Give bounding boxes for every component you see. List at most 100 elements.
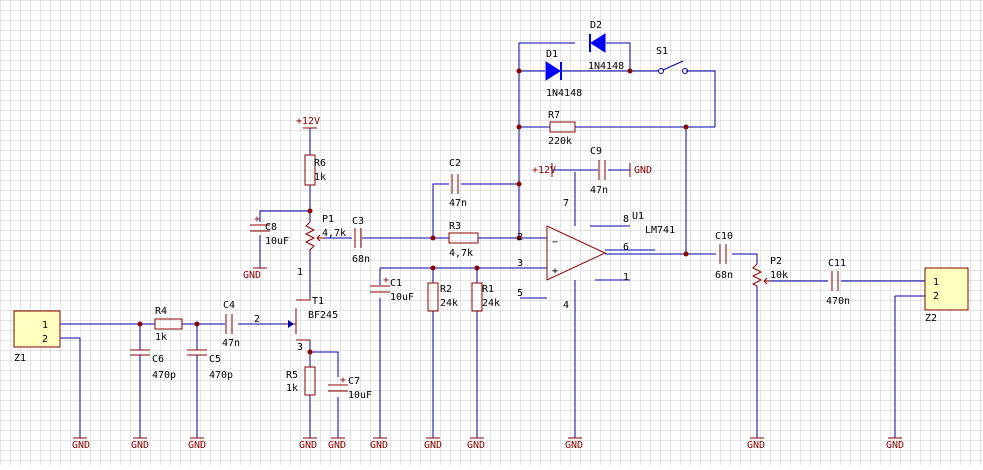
opamp-u1[interactable]: − + U1 LM741 2 3 5 7 4 8 6 1	[517, 198, 675, 311]
gnd-r5: GND	[299, 437, 317, 451]
component-label: 47n	[449, 198, 467, 209]
component-label: GND	[886, 440, 904, 451]
gnd-r2: GND	[424, 437, 442, 451]
junction-dot	[307, 208, 313, 214]
capacitor-c6[interactable]: C6 470p	[130, 349, 176, 381]
junction-dot	[430, 265, 436, 271]
component-label: 10uF	[348, 390, 372, 401]
capacitor-c2[interactable]: C2 47n	[449, 158, 467, 209]
component-label: 3	[297, 342, 303, 353]
component-label: GND	[72, 440, 90, 451]
component-label: 2	[254, 314, 260, 325]
capacitor-c10[interactable]: C10 68n	[715, 231, 733, 281]
diode-d1[interactable]: D1 1N4148	[545, 49, 582, 99]
component-label: D1	[546, 49, 558, 60]
potentiometer-p2[interactable]: P2 10k	[751, 256, 788, 287]
capacitor-c11[interactable]: C11 470n	[826, 258, 850, 307]
component-label: 1k	[155, 332, 167, 343]
component-label: 7	[563, 198, 569, 209]
resistor-r7[interactable]: R7 220k	[548, 110, 576, 147]
component-label: 1N4148	[546, 88, 582, 99]
component-label: 1	[42, 320, 48, 331]
component-label: 3	[517, 258, 523, 269]
component-label: +	[383, 275, 389, 286]
switch-s1[interactable]: S1	[656, 46, 688, 74]
component-label: R5	[286, 370, 298, 381]
junction-dot	[516, 68, 522, 74]
potentiometer-p1[interactable]: P1 4,7k	[304, 214, 346, 251]
component-label: C6	[152, 354, 164, 365]
component-label: 10uF	[390, 292, 414, 303]
diode-d2[interactable]: D2 1N4148	[588, 20, 624, 72]
transistor-t1[interactable]: T1 BF245 1 2 3	[254, 267, 338, 353]
resistor-r2[interactable]: R2 24k	[427, 282, 458, 312]
gnd-r1: GND	[467, 437, 485, 451]
component-label: 24k	[482, 298, 500, 309]
component-label: 68n	[352, 254, 370, 265]
component-label: GND	[565, 440, 583, 451]
junctions	[137, 68, 689, 355]
component-label: 1	[623, 272, 629, 283]
capacitor-c1[interactable]: + C1 10uF	[370, 275, 414, 303]
component-label: +12V	[532, 165, 556, 176]
resistor-r1[interactable]: R1 24k	[471, 282, 500, 312]
wires	[60, 42, 925, 438]
capacitor-c3[interactable]: C3 68n	[352, 216, 370, 265]
capacitor-c5[interactable]: C5 470p	[187, 349, 233, 381]
resistor-r6[interactable]: R6 1k	[304, 154, 326, 186]
component-label: 1k	[286, 383, 298, 394]
component-label: GND	[243, 270, 261, 281]
component-label: +	[340, 375, 346, 386]
gnd-c7: GND	[328, 437, 346, 451]
component-label: C7	[348, 376, 360, 387]
gnd-c8: GND	[243, 267, 267, 281]
connector-z2-ref: Z2	[925, 313, 937, 324]
gnd-p2: GND	[747, 437, 765, 451]
component-label: P1	[322, 214, 334, 225]
capacitor-c4[interactable]: C4 47n	[222, 300, 240, 349]
junction-dot	[683, 251, 689, 257]
component-label: 68n	[715, 270, 733, 281]
junction-dot	[307, 349, 313, 355]
capacitor-c9[interactable]: C9 47n	[590, 146, 608, 196]
component-label: 6	[623, 242, 629, 253]
component-label: 220k	[548, 136, 572, 147]
component-label: GND	[747, 440, 765, 451]
component-label: C3	[352, 216, 364, 227]
component-label: +	[254, 214, 260, 225]
component-label: GND	[299, 440, 317, 451]
gnd-c5: GND	[188, 437, 206, 451]
component-label: 5	[517, 288, 523, 299]
resistor-r3[interactable]: R3 4,7k	[448, 221, 479, 259]
component-label: 1	[933, 277, 939, 288]
component-label: 2	[933, 291, 939, 302]
connector-z1[interactable]: 1 2 Z1	[13, 310, 61, 364]
component-label: GND	[370, 440, 388, 451]
connector-z2[interactable]: 1 2 Z2	[924, 267, 969, 324]
component-label: GND	[424, 440, 442, 451]
resistor-r4[interactable]: R4 1k	[154, 306, 183, 343]
component-label: T1	[312, 296, 324, 307]
component-label: GND	[188, 440, 206, 451]
component-label: R3	[449, 221, 461, 232]
component-label: +	[552, 266, 558, 277]
gnd-c9: GND	[629, 163, 652, 177]
junction-dot	[474, 265, 480, 271]
junction-dot	[137, 321, 143, 327]
component-label: R2	[440, 284, 452, 295]
resistor-r5[interactable]: R5 1k	[286, 366, 316, 396]
component-label: S1	[656, 46, 668, 57]
component-label: 10uF	[265, 236, 289, 247]
component-label: +12V	[296, 116, 320, 127]
capacitor-c7[interactable]: + C7 10uF	[328, 375, 372, 401]
component-label: 1k	[314, 172, 326, 183]
component-label: LM741	[645, 225, 675, 236]
ground-symbols: GND GND GND GND GND GND GND GND GND GND …	[72, 267, 904, 451]
junction-dot	[194, 321, 200, 327]
component-label: 2	[517, 232, 523, 243]
junction-dot	[430, 235, 436, 241]
component-label: U1	[632, 211, 644, 222]
component-label: 470p	[152, 370, 176, 381]
capacitor-c8[interactable]: + C8 10uF	[250, 214, 289, 247]
